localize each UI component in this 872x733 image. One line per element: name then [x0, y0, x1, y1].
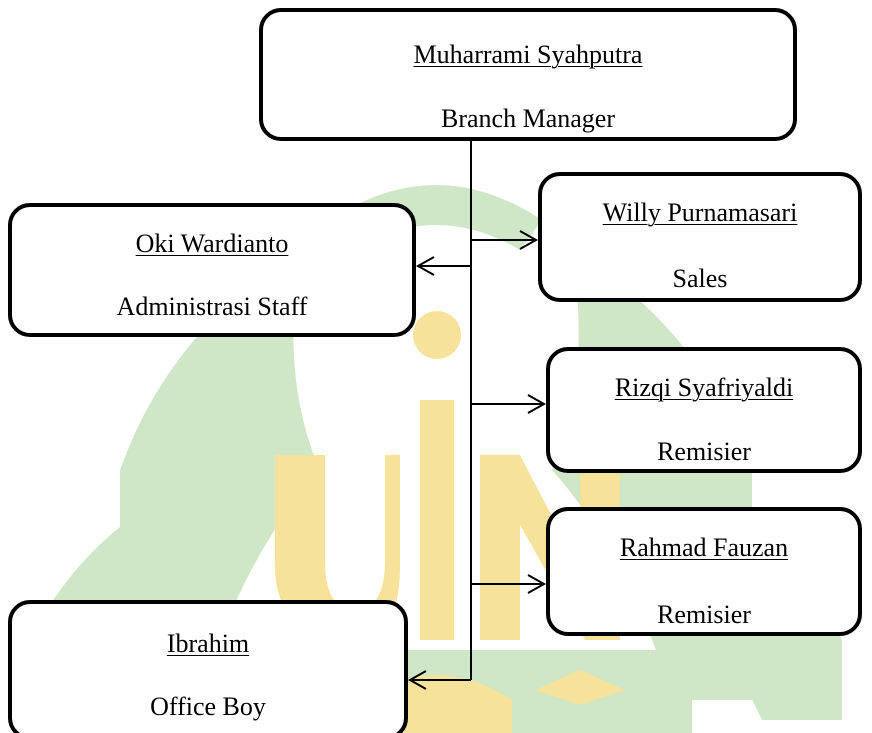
office-boy-box: Ibrahim Office Boy	[8, 600, 408, 733]
administrasi-staff-box: Oki Wardianto Administrasi Staff	[8, 203, 416, 337]
branch-manager-role: Branch Manager	[441, 104, 615, 133]
remisier-box-2: Rahmad Fauzan Remisier	[546, 507, 862, 636]
arrowhead-to-remisier-1	[527, 394, 547, 414]
branch-manager-box: Muharrami Syahputra Branch Manager	[259, 8, 797, 141]
watermark-letter-i	[420, 400, 454, 640]
remisier-2-name: Rahmad Fauzan	[619, 533, 789, 562]
arrowhead-to-office-boy	[407, 670, 427, 690]
arrowhead-to-remisier-2	[527, 574, 547, 594]
remisier-1-name: Rizqi Syafriyaldi	[614, 373, 794, 402]
branch-manager-name: Muharrami Syahputra	[413, 40, 643, 69]
office-boy-name: Ibrahim	[166, 629, 250, 658]
remisier-1-role: Remisier	[657, 437, 751, 466]
arrowhead-to-admin	[415, 256, 435, 276]
remisier-box-1: Rizqi Syafriyaldi Remisier	[546, 347, 862, 473]
watermark-letter-i-dot	[413, 311, 461, 359]
watermark-star-right	[535, 670, 625, 705]
administrasi-staff-role: Administrasi Staff	[116, 292, 308, 321]
office-boy-role: Office Boy	[150, 692, 266, 721]
administrasi-staff-name: Oki Wardianto	[135, 229, 289, 258]
sales-name: Willy Purnamasari	[602, 198, 798, 227]
sales-role: Sales	[672, 264, 728, 293]
sales-box: Willy Purnamasari Sales	[538, 172, 862, 302]
remisier-2-role: Remisier	[657, 600, 751, 629]
arrowhead-to-sales	[519, 230, 539, 250]
watermark-letter-u	[275, 455, 400, 640]
